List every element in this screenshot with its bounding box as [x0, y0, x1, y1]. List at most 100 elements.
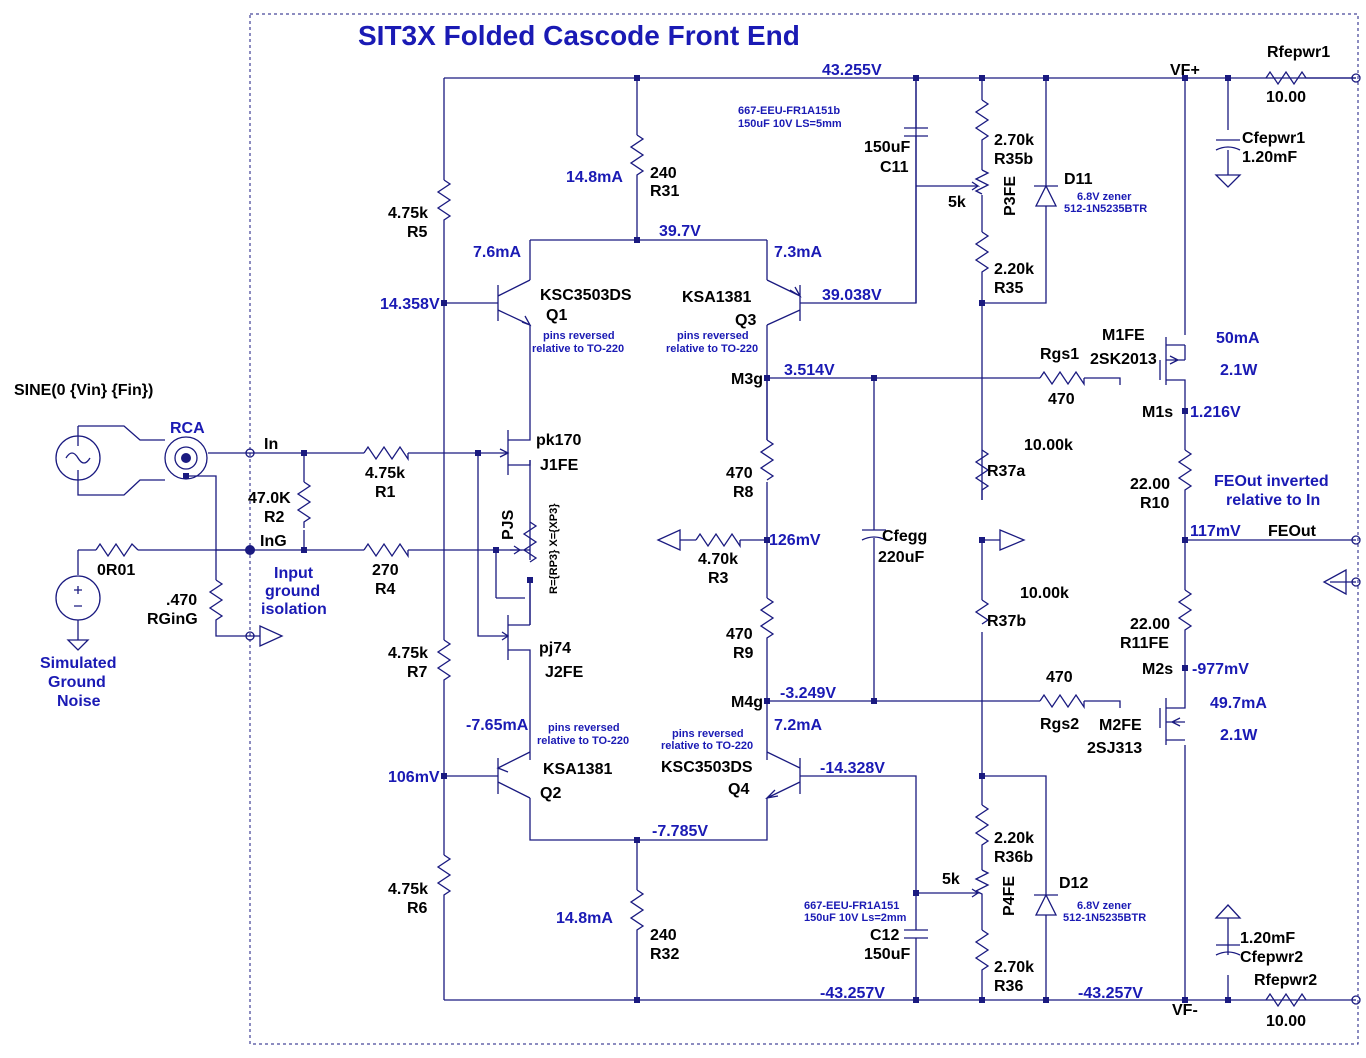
r5-name: R5 [407, 224, 428, 241]
q1-base-voltage: 14.358V [380, 296, 440, 313]
net-m3g: M3g [731, 371, 763, 388]
net-vf-minus: VF- [1172, 1002, 1198, 1019]
feout-voltage: 117mV [1190, 523, 1241, 540]
q2-part: KSA1381 [543, 761, 612, 778]
r3-value: 4.70k [698, 551, 738, 568]
r6-value: 4.75k [388, 881, 428, 898]
sine-source [55, 435, 101, 481]
p4fe-name: P4FE [1001, 876, 1018, 916]
q3-note-1: pins reversed [677, 330, 749, 342]
r37b-value: 10.00k [1020, 585, 1069, 602]
cfegg-name: Cfegg [882, 528, 927, 545]
pjs-spec: R={RP3} X={XP3} [548, 503, 560, 594]
sine-spec: SINE(0 {Vin} {Fin}) [14, 382, 153, 399]
p3fe-value: 5k [948, 194, 966, 211]
q2-note-2: relative to TO-220 [537, 735, 629, 747]
m1fe-name: M1FE [1102, 327, 1145, 344]
j1fe-part: pk170 [536, 432, 581, 449]
sheet-frame [249, 13, 1359, 1045]
cfepwr2-name: Cfepwr2 [1240, 949, 1303, 966]
resistor-r8 [759, 439, 775, 481]
m4g-voltage: -3.249V [780, 685, 836, 702]
r3-name: R3 [708, 570, 729, 587]
resistor-r36 [974, 929, 990, 980]
c12-note-1: 667-EEU-FR1A151 [804, 900, 899, 912]
rging-name: RGinG [147, 611, 198, 628]
d11-note-1: 6.8V zener [1077, 191, 1132, 203]
r11fe-value: 22.00 [1130, 616, 1170, 633]
q2-name: Q2 [540, 785, 561, 802]
mosfet-m2fe [1159, 688, 1186, 745]
m2fe-name: M2FE [1099, 717, 1142, 734]
resistor-r10 [1177, 449, 1193, 500]
zener-d12 [1034, 893, 1058, 916]
d11-note-2: 512-1N5235BTR [1064, 203, 1147, 215]
rgs2-name: Rgs2 [1040, 716, 1079, 733]
bot-rail-voltage-left: -43.257V [820, 985, 885, 1002]
r35-name: R35 [994, 280, 1023, 297]
c12-note-2: 150uF 10V Ls=2mm [804, 912, 907, 924]
mosfet-m1fe [1159, 337, 1186, 385]
q1-note-2: relative to TO-220 [532, 343, 624, 355]
r7-name: R7 [407, 664, 428, 681]
transistor-q4 [765, 751, 801, 800]
r37b-name: R37b [987, 613, 1026, 630]
d12-note-2: 512-1N5235BTR [1063, 912, 1146, 924]
resistor-r31 [629, 134, 645, 185]
resistor-r3 [695, 532, 741, 549]
r32-value: 240 [650, 927, 677, 944]
ground-symbol [1214, 904, 1242, 935]
r37a-name: R37a [987, 463, 1025, 480]
rfepwr2-name: Rfepwr2 [1254, 972, 1317, 989]
components [55, 70, 1361, 1008]
transistor-q1 [497, 279, 532, 327]
q2-base-voltage: 106mV [388, 769, 440, 786]
c12-name: C12 [870, 927, 899, 944]
rging-value: .470 [166, 592, 197, 609]
m2fe-part: 2SJ313 [1087, 740, 1142, 757]
r1-name: R1 [375, 484, 396, 501]
noise-label-1: Simulated [40, 655, 116, 672]
resistor-r6 [436, 854, 452, 905]
pot-p3fe [968, 169, 990, 195]
resistor-r32 [629, 889, 645, 940]
q1-part: KSC3503DS [540, 287, 632, 304]
r4-name: R4 [375, 581, 396, 598]
capacitor-c12 [904, 929, 928, 939]
r32-name: R32 [650, 946, 679, 963]
resistor-rging [208, 579, 224, 625]
r6-name: R6 [407, 900, 428, 917]
m2-power: 2.1W [1220, 727, 1258, 744]
resistor-rfepwr1 [1265, 70, 1356, 86]
noise-label-2: Ground [48, 674, 106, 691]
input-iso-1: Input [274, 565, 314, 582]
resistor-0r01 [95, 542, 139, 558]
capacitor-c11 [904, 127, 928, 137]
schematic-title: SIT3X Folded Cascode Front End [358, 20, 800, 51]
r31-value: 240 [650, 165, 677, 182]
d11-name: D11 [1064, 171, 1093, 188]
m2s-voltage: -977mV [1192, 661, 1249, 678]
ground-symbol [656, 528, 681, 552]
pjs-name: PJS [500, 509, 517, 540]
resistor-r7 [436, 639, 452, 690]
r2-name: R2 [264, 509, 285, 526]
q3-collector-voltage: 39.038V [822, 287, 882, 304]
q1-current: 7.6mA [473, 244, 521, 261]
resistor-r11fe [1177, 589, 1193, 640]
labels: 43.255V VF+ VF- -43.257V -43.257V SINE(0… [14, 44, 1330, 1030]
c12-value: 150uF [864, 946, 910, 963]
q4-part: KSC3503DS [661, 759, 753, 776]
ground-symbol [1322, 568, 1347, 596]
q1-note-1: pins reversed [543, 330, 615, 342]
net-ing: InG [260, 533, 287, 550]
rca-label: RCA [170, 420, 205, 437]
r35-value: 2.20k [994, 261, 1034, 278]
q1-name: Q1 [546, 307, 567, 324]
r10-name: R10 [1140, 495, 1169, 512]
junctions [183, 75, 1231, 1003]
q4-note-2: relative to TO-220 [661, 740, 753, 752]
rfepwr1-value: 10.00 [1266, 89, 1306, 106]
input-iso-2: ground [265, 583, 320, 600]
resistor-r35 [974, 231, 990, 282]
